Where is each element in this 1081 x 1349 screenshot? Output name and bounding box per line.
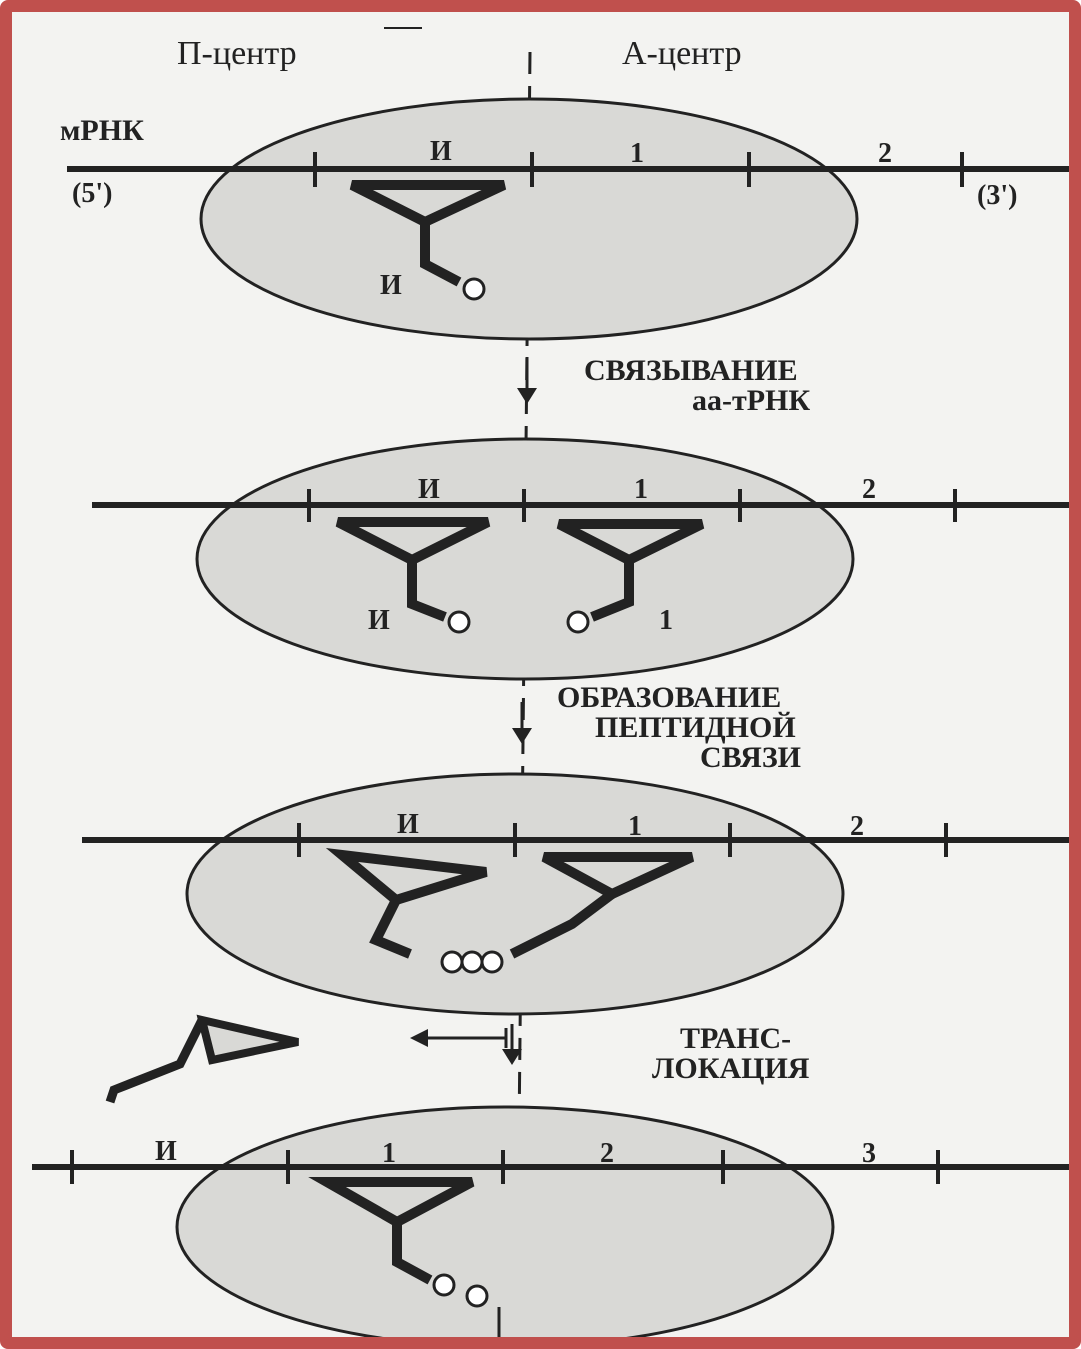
initiator-trna: И <box>335 517 491 636</box>
transloc-line2: ЛОКАЦИЯ <box>652 1052 810 1085</box>
trna-aa-initiator: И <box>368 605 390 636</box>
a-center-label: А-центр <box>622 35 742 72</box>
binding-line1: СВЯЗЫВАНИЕ <box>584 354 798 387</box>
ribosome <box>175 1105 835 1337</box>
amino-acid-circle <box>447 610 471 634</box>
codon-2: 2 <box>850 811 864 842</box>
p-center-label: П-центр <box>177 35 297 72</box>
codon-3: 3 <box>862 1138 876 1169</box>
mrna-label: мРНК <box>60 114 144 147</box>
amino-acid-circle <box>480 950 504 974</box>
step-peptide-bond: ОБРАЗОВАНИЕ ПЕПТИДНОЙ СВЯЗИ <box>512 681 801 774</box>
panel-binding: И 1 2 И 1 <box>92 437 1069 681</box>
amino-acid-circle <box>460 950 484 974</box>
codon-1: 1 <box>634 474 648 505</box>
codon-ticks <box>307 489 957 522</box>
ribosome <box>199 97 859 341</box>
codon-initiator: И <box>430 136 452 167</box>
initiator-trna: И <box>349 180 507 301</box>
codon-initiator: И <box>397 809 419 840</box>
panel-initiation: мРНК (5') (3') И 1 2 И <box>60 97 1069 341</box>
codon-2: 2 <box>600 1138 614 1169</box>
amino-acid-circle <box>440 950 464 974</box>
left-arrow-icon <box>410 1029 428 1047</box>
ribosome <box>185 772 845 1016</box>
transloc-line1: ТРАНС- <box>680 1022 791 1055</box>
trna-aa-initiator: И <box>380 270 402 301</box>
codon-1: 1 <box>630 138 644 169</box>
released-trna <box>105 1014 299 1104</box>
trna-aa-1: 1 <box>659 605 673 636</box>
down-arrow-icon <box>517 388 537 404</box>
trna-anticodon-arm <box>349 180 507 228</box>
codon-ticks <box>70 1150 940 1184</box>
peptide-line1: ОБРАЗОВАНИЕ <box>557 681 781 714</box>
translation-diagram: П-центр А-центр мРНК (5') (3') И 1 2 И С… <box>32 27 1069 1337</box>
codon-1: 1 <box>628 811 642 842</box>
down-arrow-icon <box>502 1049 522 1065</box>
mrna-5-end: (5') <box>72 178 112 209</box>
codon-initiator: И <box>418 474 440 505</box>
mrna-3-end: (3') <box>977 180 1017 211</box>
panel-translocation: И 1 2 3 <box>32 1105 1069 1337</box>
codon-ticks <box>313 152 964 187</box>
down-arrow-icon <box>512 728 532 744</box>
amino-acid-circle <box>465 1284 489 1308</box>
aminoacyl-trna: 1 <box>556 519 705 636</box>
codon-1: 1 <box>382 1138 396 1169</box>
step-binding: СВЯЗЫВАНИЕ аа-тРНК <box>517 354 810 417</box>
codon-ticks <box>297 823 948 857</box>
panel-peptide-bond: И 1 2 <box>82 772 1069 1016</box>
deacylated-trna <box>325 848 488 959</box>
codon-2: 2 <box>862 474 876 505</box>
trna-stem <box>420 222 462 287</box>
peptidyl-trna <box>440 852 695 974</box>
amino-acid-circle <box>462 277 486 301</box>
binding-line2: аа-тРНК <box>692 384 810 417</box>
codon-2: 2 <box>878 138 892 169</box>
ribosome <box>195 437 855 681</box>
peptide-line3: СВЯЗИ <box>700 741 801 774</box>
codon-initiator: И <box>155 1136 177 1167</box>
amino-acid-circle <box>566 610 590 634</box>
peptide-line2: ПЕПТИДНОЙ <box>595 711 796 744</box>
peptidyl-trna <box>308 1177 489 1308</box>
step-translocation: ТРАНС- ЛОКАЦИЯ <box>105 1014 810 1104</box>
amino-acid-circle <box>432 1273 456 1297</box>
